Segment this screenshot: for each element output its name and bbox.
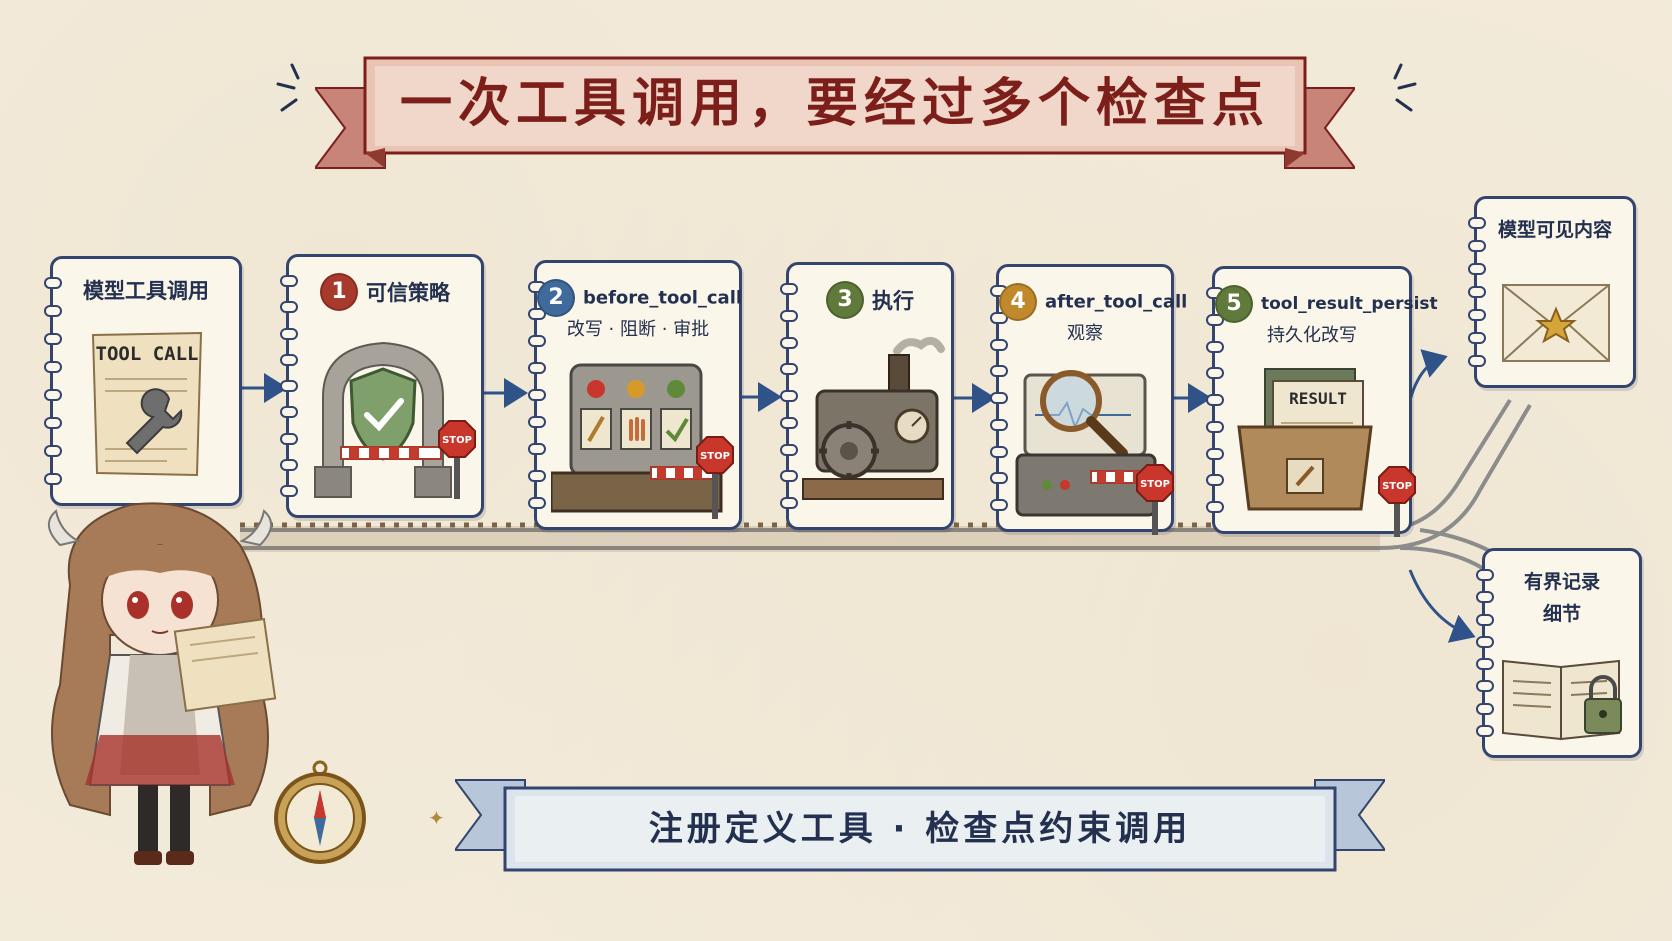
bottom-ribbon-shape — [455, 779, 1385, 872]
book-lock-icon — [1499, 647, 1629, 751]
tool-call-scroll-icon: TOOL CALL — [87, 329, 207, 483]
card-title-bounded-2: 细节 — [1542, 603, 1581, 625]
binder-rings — [990, 285, 1008, 511]
step-number-5: 5 — [1215, 285, 1253, 323]
step-number-4: 4 — [999, 283, 1037, 321]
stop-sign-icon: STOP — [1135, 463, 1175, 539]
card-step-3: 3 执行 — [780, 262, 954, 530]
step-2-subtitle: 改写 · 阻断 · 审批 — [566, 319, 710, 340]
result-paper-text: RESULT — [1289, 389, 1347, 408]
bottom-banner: 注册定义工具 · 检查点约束调用 — [455, 770, 1385, 880]
title-ribbon-shape — [315, 56, 1355, 169]
step-2-label: before_tool_call — [583, 287, 743, 309]
card-step-1: 1 可信策略 STOP — [280, 254, 484, 518]
card-title-step-4: 4 after_tool_call — [999, 283, 1187, 321]
step-5-label: tool_result_persist — [1261, 294, 1438, 314]
page-title: 一次工具调用，要经过多个检查点 — [399, 73, 1270, 134]
stone-gate-icon — [303, 327, 473, 511]
card-model-tool-call: 模型工具调用 TOOL CALL — [44, 256, 242, 506]
card-title-step-1: 1 可信策略 — [289, 273, 481, 311]
binder-rings — [528, 281, 546, 509]
card-title-model-tool-call: 模型工具调用 — [83, 279, 209, 303]
wrench-icon — [125, 388, 183, 455]
step-4-subtitle: 观察 — [1067, 323, 1103, 344]
step-number-2: 2 — [537, 279, 575, 317]
stop-sign-text: STOP — [700, 451, 730, 462]
control-panel-icon — [549, 355, 731, 519]
binder-rings — [280, 275, 298, 497]
card-title-model-visible: 模型可见内容 — [1497, 219, 1612, 241]
binder-rings — [780, 283, 798, 509]
stop-sign-icon: STOP — [1377, 465, 1417, 541]
card-step-2: 2 before_tool_call 改写 · 阻断 · 审批 STOP — [528, 260, 743, 530]
step-1-label: 可信策略 — [366, 281, 450, 305]
stop-sign-text: STOP — [1140, 479, 1170, 490]
magnifier-icon — [1011, 355, 1161, 529]
card-title-step-2: 2 before_tool_call — [537, 279, 743, 317]
step-5-subtitle: 持久化改写 — [1267, 325, 1357, 346]
card-title-bounded-1: 有界记录 — [1523, 571, 1600, 593]
card-step-4: 4 after_tool_call 观察 STOP — [990, 264, 1187, 535]
envelope-star-icon — [1501, 283, 1611, 367]
step-number-1: 1 — [320, 273, 358, 311]
step-number-3: 3 — [826, 281, 864, 319]
character-girl-with-map — [30, 485, 330, 889]
step-3-label: 执行 — [872, 289, 914, 313]
stop-sign-text: STOP — [1382, 481, 1412, 492]
binder-rings — [1206, 287, 1224, 513]
card-title-step-3: 3 执行 — [789, 281, 951, 319]
binder-rings — [1476, 569, 1494, 737]
shield-check-icon — [349, 367, 417, 461]
sparkle-icon: ✦ — [428, 806, 445, 830]
stop-sign-icon: STOP — [695, 435, 735, 523]
tool-call-scroll-text: TOOL CALL — [95, 343, 199, 365]
stop-sign-icon: STOP — [437, 419, 477, 503]
title-accent-left — [272, 60, 308, 124]
title-accent-right — [1385, 60, 1421, 124]
result-crate-icon: RESULT — [1235, 363, 1375, 517]
card-step-5: 5 tool_result_persist 持久化改写 RESULT STOP — [1206, 266, 1438, 537]
card-bounded-record: 有界记录 细节 — [1476, 548, 1642, 758]
stop-sign-text: STOP — [442, 435, 472, 446]
title-banner: 一次工具调用，要经过多个检查点 — [315, 38, 1355, 188]
steam-engine-icon — [797, 331, 947, 515]
compass-icon — [270, 760, 370, 874]
card-title-step-5: 5 tool_result_persist — [1215, 285, 1438, 323]
binder-rings — [44, 277, 62, 485]
card-model-visible-content: 模型可见内容 — [1468, 196, 1636, 388]
bottom-banner-text: 注册定义工具 · 检查点约束调用 — [648, 808, 1192, 849]
binder-rings — [1468, 217, 1486, 367]
step-4-label: after_tool_call — [1045, 291, 1188, 313]
